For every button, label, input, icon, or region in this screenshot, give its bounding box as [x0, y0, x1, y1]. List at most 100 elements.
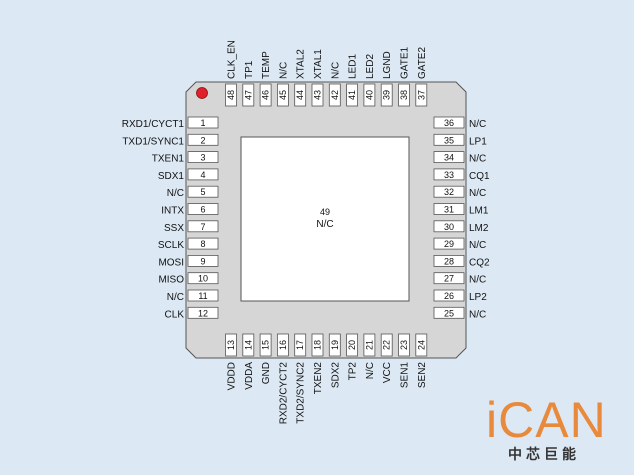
pin-number: 12 [198, 308, 208, 318]
pin-label: N/C [330, 62, 341, 79]
pin-label: CLK_EN [227, 40, 238, 79]
pin-number: 8 [200, 239, 205, 249]
pin-number: 30 [444, 222, 454, 232]
pin-label: CQ1 [469, 171, 490, 182]
pin-number: 2 [200, 135, 205, 145]
pin-pad [433, 272, 465, 285]
pin-pad [276, 333, 289, 357]
pin-number: 16 [278, 340, 288, 350]
pin-number: 28 [444, 256, 454, 266]
pin-label: TP1 [244, 60, 255, 79]
pin-pad [187, 272, 219, 285]
pin-pad [225, 333, 237, 357]
pin-pad [415, 83, 428, 107]
pin-label: N/C [278, 62, 289, 79]
pin-45: 45N/C [276, 62, 289, 107]
pin-number: 47 [243, 90, 253, 100]
pin-label: MISO [158, 275, 184, 286]
pin-number: 4 [200, 170, 205, 180]
pin-pad [259, 83, 272, 107]
pin-number: 32 [444, 187, 454, 197]
pin-28: 28 CQ2 [433, 254, 490, 268]
pin-pad [225, 83, 237, 107]
pin-label: TP2 [348, 362, 359, 381]
pin-number: 41 [347, 90, 357, 100]
pin-pad [433, 185, 465, 198]
pin-label: LM1 [469, 206, 489, 217]
pin-label: TEMP [261, 51, 272, 79]
pin-pad [433, 237, 465, 250]
pin-pad [294, 333, 307, 357]
pin-pad [346, 83, 359, 107]
pin-label: TXD2/SYNC2 [296, 362, 307, 424]
pin-number: 3 [200, 153, 205, 163]
pin-label: N/C [167, 292, 184, 303]
pin-label: SSX [164, 223, 184, 234]
pin-pad [433, 289, 465, 302]
pin-pad [187, 220, 219, 233]
pin-pad [187, 151, 219, 164]
pin-33: 33 CQ1 [433, 168, 490, 182]
pin-pad [242, 83, 255, 107]
pin-label: LED2 [365, 54, 376, 79]
pin-pad [187, 116, 219, 129]
pin-1: 1 RXD1/CYCT1 [122, 116, 219, 130]
pin-5: 5N/C [167, 185, 219, 199]
center-pad-label: N/C [316, 219, 333, 230]
ican-logo: iCAN 中芯巨能 [486, 394, 616, 466]
pin-pad [328, 83, 341, 107]
pin-number: 42 [330, 90, 340, 100]
pin-pad [398, 83, 410, 107]
pin-number: 24 [416, 340, 426, 350]
pin-pad [433, 133, 465, 146]
pin-label: RXD1/CYCT1 [122, 119, 185, 130]
pin-label: N/C [469, 119, 486, 130]
pin-label: XTAL2 [296, 49, 307, 79]
pin-pad [328, 333, 341, 357]
pin-pad [187, 237, 219, 250]
pin-label: CQ2 [469, 257, 490, 268]
pin-number: 38 [399, 90, 409, 100]
pin-label: N/C [167, 188, 184, 199]
center-pad-number: 49 [320, 207, 330, 217]
pin-21: 21N/C [363, 333, 376, 379]
pin-number: 29 [444, 239, 454, 249]
pin-label: INTX [161, 206, 184, 217]
pin-number: 1 [200, 118, 205, 128]
logo-subtitle: 中芯巨能 [508, 447, 580, 463]
pin-47: 47 TP1 [242, 60, 255, 107]
pin-number: 48 [226, 90, 236, 100]
pin-pad [187, 185, 219, 198]
pin-label: LM2 [469, 223, 489, 234]
pin-pad [187, 203, 219, 215]
pin-number: 33 [444, 170, 454, 180]
pin-number: 34 [444, 153, 454, 163]
pin-label: SDX2 [330, 362, 341, 389]
pins: 1RXD1/CYCT12TXD1/SYNC13TXEN14SDX15N/C6IN… [122, 40, 490, 424]
pin-pad [363, 83, 376, 107]
pin-label: N/C [469, 154, 486, 165]
pin-7: 7 SSX [164, 220, 219, 234]
pin-number: 7 [200, 222, 205, 232]
pin-pad [311, 83, 324, 107]
pin-11: 11N/C [167, 289, 219, 303]
pin-pad [187, 254, 219, 267]
pin-number: 21 [364, 340, 374, 350]
